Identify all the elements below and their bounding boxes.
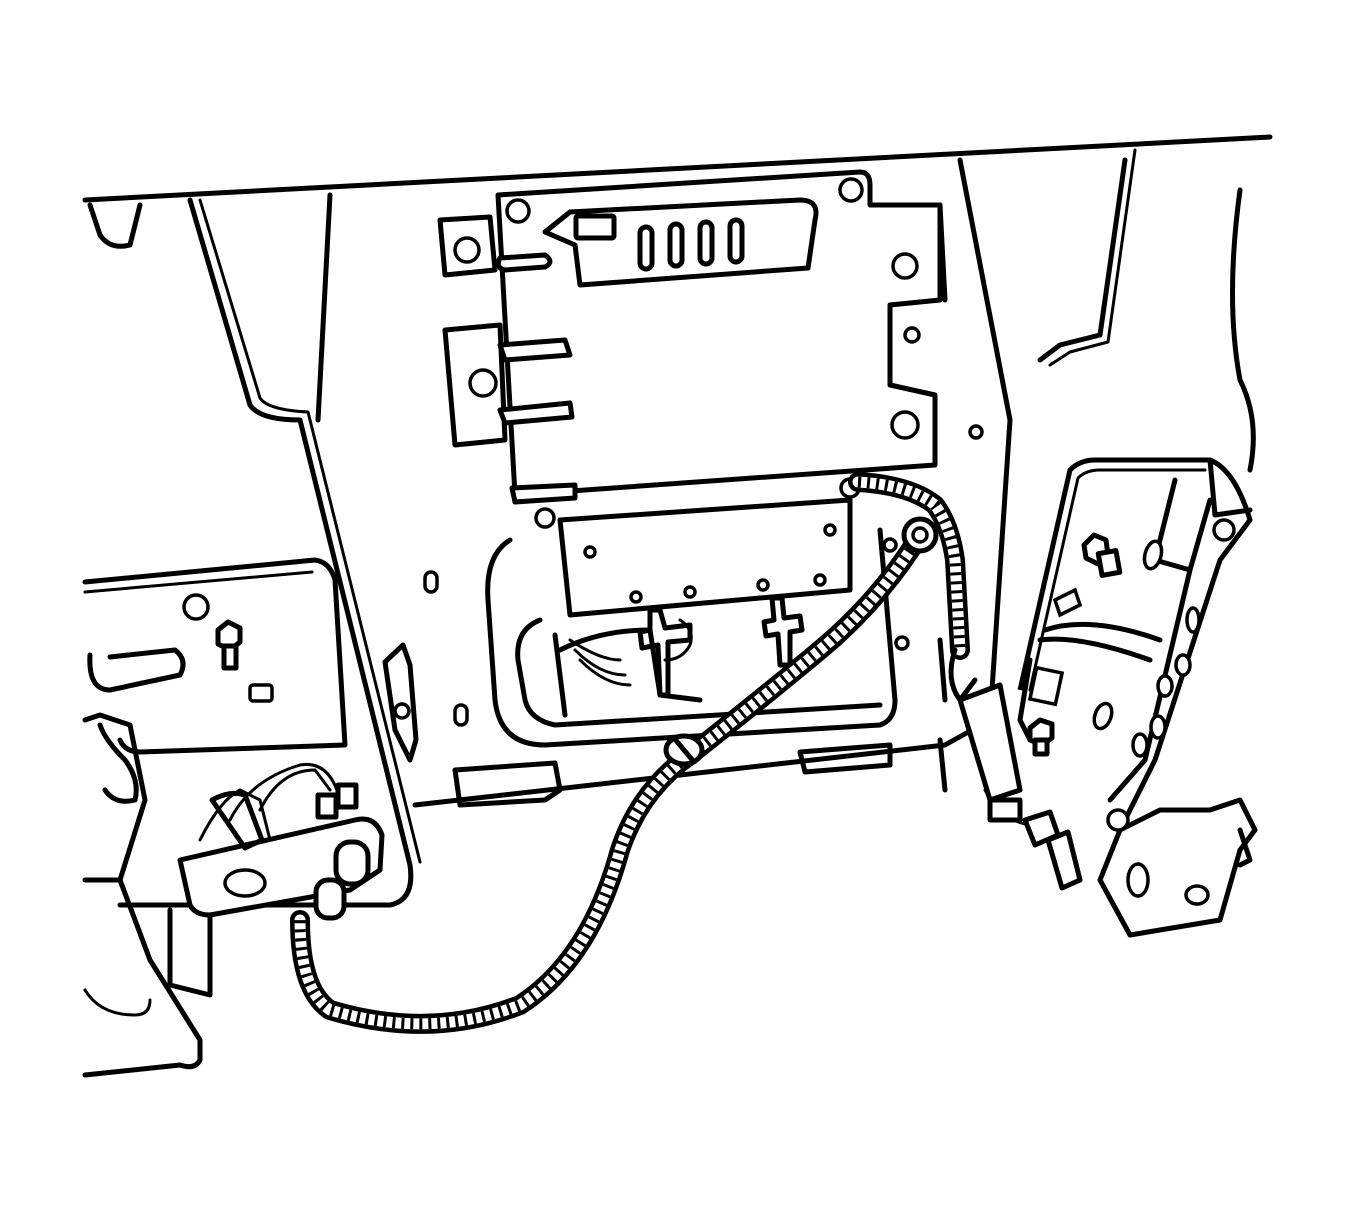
left-pillar-panel — [117, 192, 422, 908]
bracket-slot — [248, 683, 274, 703]
right-side-bracket — [1017, 148, 1258, 938]
wiring-harness — [290, 472, 970, 1034]
harness-clip-upper — [901, 516, 939, 554]
bracket-hole — [182, 593, 210, 621]
panel-features — [382, 537, 910, 808]
left-lower-bracket — [82, 557, 348, 1078]
stud-bolt-left — [215, 619, 243, 671]
harness-clip-lower — [663, 733, 705, 767]
lower-mounting-bracket — [534, 477, 861, 618]
stud-bolt-right — [1081, 532, 1123, 578]
right-connector — [937, 637, 1083, 891]
control-module — [437, 169, 984, 505]
upper-panel-edge — [82, 134, 1273, 249]
left-connector-bracket — [177, 762, 385, 921]
stud-bolt-lower-right — [1027, 717, 1055, 757]
panel-opening — [485, 527, 898, 748]
